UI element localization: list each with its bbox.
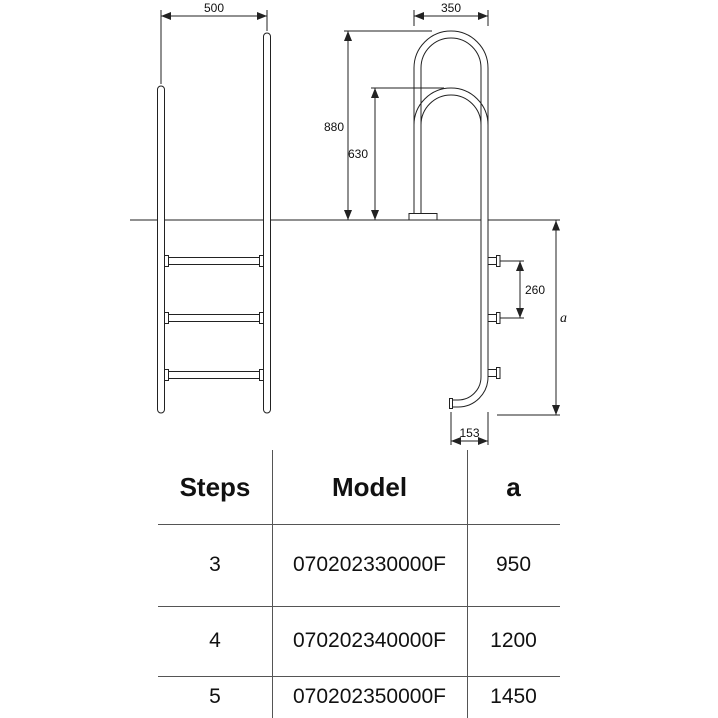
front-step-3 [164, 369, 264, 381]
row2-model: 070202340000F [293, 629, 446, 652]
row3-a: 1450 [490, 685, 537, 708]
table-horizontal-divider-3 [158, 676, 560, 677]
tube-end-cap [449, 398, 453, 409]
row1-steps: 3 [209, 553, 221, 576]
side-view: 350 880 630 260 [324, 1, 567, 445]
table-grid: Steps Model a 3 070202330000F 950 4 0702… [158, 450, 560, 718]
dim-153: 153 [450, 412, 489, 445]
dim-500: 500 [160, 1, 268, 84]
row2-steps: 4 [209, 629, 221, 652]
dim-630-label: 630 [348, 147, 368, 161]
ladder-drawing: 500 [130, 1, 567, 445]
dim-a: a [497, 220, 567, 416]
dim-153-label: 153 [459, 426, 479, 440]
row2-a: 1200 [490, 629, 537, 652]
deck-flange [408, 213, 438, 221]
dim-260-label: 260 [525, 283, 545, 297]
dim-a-label: a [560, 311, 567, 326]
table-vertical-divider-2 [467, 450, 468, 718]
dim-630: 630 [348, 87, 444, 220]
table-horizontal-divider-2 [158, 606, 560, 607]
dim-880: 880 [324, 30, 432, 220]
front-right-rail [263, 32, 271, 414]
front-view: 500 [157, 1, 271, 414]
row3-model: 070202350000F [293, 685, 446, 708]
row1-model: 070202330000F [293, 553, 446, 576]
table-horizontal-divider-1 [158, 524, 560, 525]
side-main-tube [413, 30, 489, 408]
front-step-1 [164, 255, 264, 267]
side-step-3 [487, 367, 501, 379]
col-header-model: Model [331, 471, 408, 502]
dim-350-label: 350 [441, 1, 461, 15]
col-header-steps: Steps [179, 471, 251, 502]
side-step-1 [487, 255, 501, 267]
dim-350: 350 [413, 1, 489, 26]
dim-880-label: 880 [324, 120, 344, 134]
table-vertical-divider-1 [272, 450, 273, 718]
row3-steps: 5 [209, 685, 221, 708]
side-inner-bend-outer-edge [413, 87, 489, 126]
dim-500-label: 500 [204, 1, 224, 15]
front-left-rail [157, 85, 165, 414]
col-header-a: a [506, 471, 521, 502]
spec-table: Steps Model a 3 070202330000F 950 4 0702… [158, 450, 560, 718]
side-inner-bend-inner-edge [420, 94, 482, 126]
dim-260: 260 [500, 260, 545, 319]
side-step-2 [487, 312, 501, 324]
row1-a: 950 [495, 553, 532, 576]
front-step-2 [164, 312, 264, 324]
